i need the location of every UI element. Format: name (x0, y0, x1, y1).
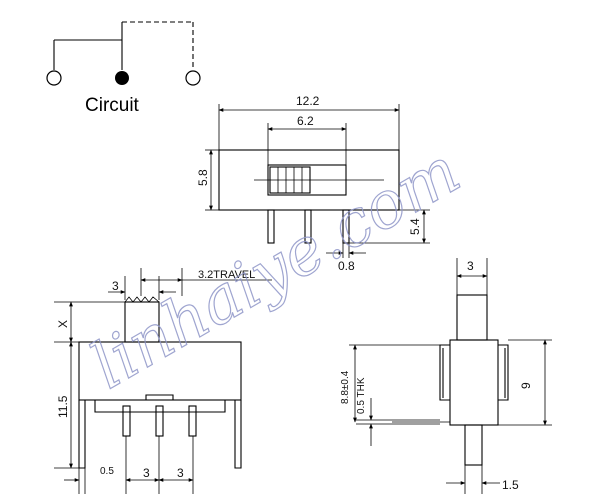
front-view: 3 3.2TRAVEL X 11.5 0.5 3 3 (54, 268, 272, 494)
dim-side-pin: 1.5 (502, 478, 519, 492)
dim-side-thk: 0.5 THK (356, 377, 367, 414)
dim-height-front: 11.5 (56, 395, 70, 418)
dim-side-body: 8.8±0.4 (340, 370, 351, 404)
dim-pin-length: 5.4 (408, 218, 422, 235)
top-view: 12.2 6.2 5.8 5.4 0.8 (196, 94, 430, 273)
dim-pitch-right: 3 (177, 466, 184, 480)
dim-travel: 3.2TRAVEL (198, 269, 255, 281)
dim-x: X (56, 320, 70, 328)
dim-pin-width: 0.8 (338, 259, 355, 273)
dim-pitch-left: 3 (143, 466, 150, 480)
watermark: linhaiye.com (79, 134, 472, 404)
terminal-right (185, 70, 201, 86)
terminal-left (46, 70, 62, 86)
dim-side-actuator: 3 (467, 259, 474, 273)
circuit-symbol: Circuit (46, 21, 201, 116)
dim-side-total: 9 (519, 382, 533, 389)
dim-width: 12.2 (296, 94, 320, 108)
circuit-label: Circuit (85, 95, 140, 116)
dim-slider: 6.2 (297, 114, 314, 128)
dim-actuator: 3 (112, 279, 119, 293)
side-view: 3 9 8.8±0.4 0.5 THK 1.5 (340, 258, 552, 494)
dim-height: 5.8 (196, 169, 210, 186)
dim-pin-thk-front: 0.5 (100, 466, 114, 477)
terminal-common (115, 71, 129, 85)
